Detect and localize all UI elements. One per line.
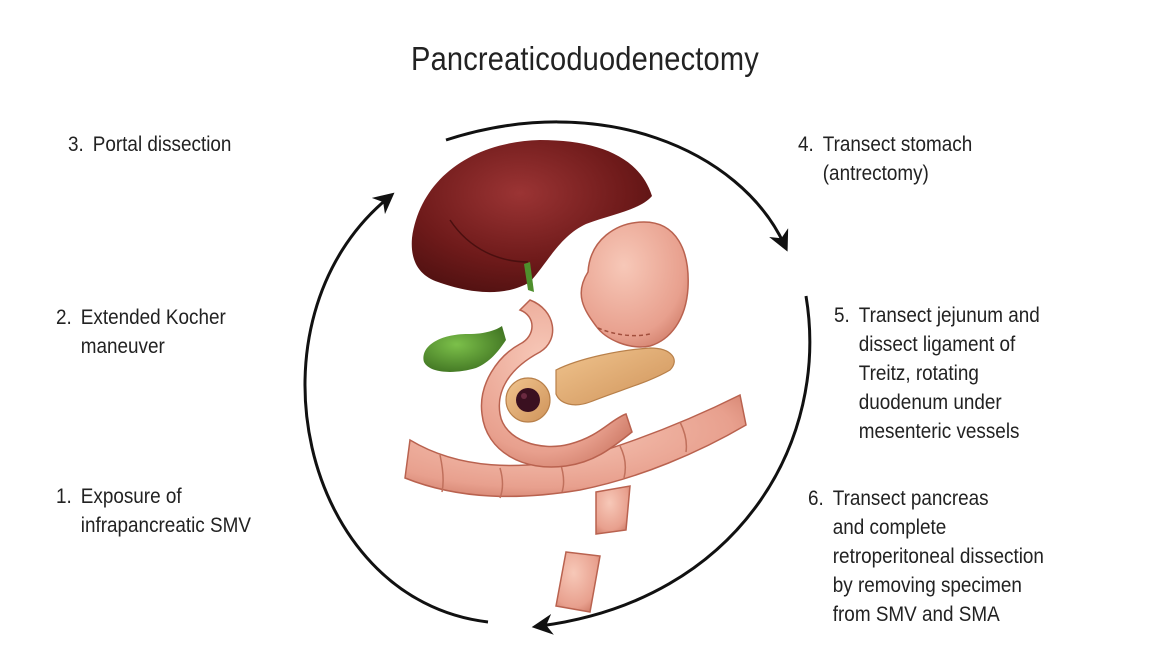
step-5: 5. Transect jejunum and dissect ligament… xyxy=(834,301,1040,446)
arrow-right-down xyxy=(531,295,812,635)
step-4-text: Transect stomach (antrectomy) xyxy=(822,133,973,185)
step-3-text: Portal dissection xyxy=(92,133,232,156)
step-2-text: Extended Kocher maneuver xyxy=(80,306,226,358)
jejunum-segment-2 xyxy=(555,551,601,613)
step-1: 1. Exposure of infrapancreatic SMV xyxy=(56,482,251,540)
step-4-number: 4. xyxy=(798,133,814,156)
step-5-number: 5. xyxy=(834,304,850,327)
step-6: 6. Transect pancreas and complete retrop… xyxy=(808,484,1044,629)
tumor xyxy=(516,388,540,412)
arrow-top-right xyxy=(445,120,789,252)
step-1-text: Exposure of infrapancreatic SMV xyxy=(80,485,251,537)
duodenum xyxy=(480,299,633,468)
cycle-arrows xyxy=(303,120,812,635)
step-5-text: Transect jejunum and dissect ligament of… xyxy=(858,304,1040,443)
diagram-title: Pancreaticoduodenectomy xyxy=(411,40,759,77)
step-3-number: 3. xyxy=(68,133,84,156)
step-1-number: 1. xyxy=(56,485,72,508)
step-3: 3. Portal dissection xyxy=(68,130,231,159)
step-6-text: Transect pancreas and complete retroperi… xyxy=(832,487,1044,626)
step-2: 2. Extended Kocher maneuver xyxy=(56,303,226,361)
step-6-number: 6. xyxy=(808,487,824,510)
pancreas xyxy=(555,347,675,406)
arrow-left-up xyxy=(303,192,489,624)
jejunum-segment-1 xyxy=(595,485,631,535)
step-2-number: 2. xyxy=(56,306,72,329)
bile-duct xyxy=(524,262,534,292)
liver xyxy=(411,140,652,293)
gallbladder xyxy=(423,326,506,372)
step-4: 4. Transect stomach (antrectomy) xyxy=(798,130,972,188)
anatomy-illustration xyxy=(404,140,747,613)
stomach xyxy=(580,221,689,348)
